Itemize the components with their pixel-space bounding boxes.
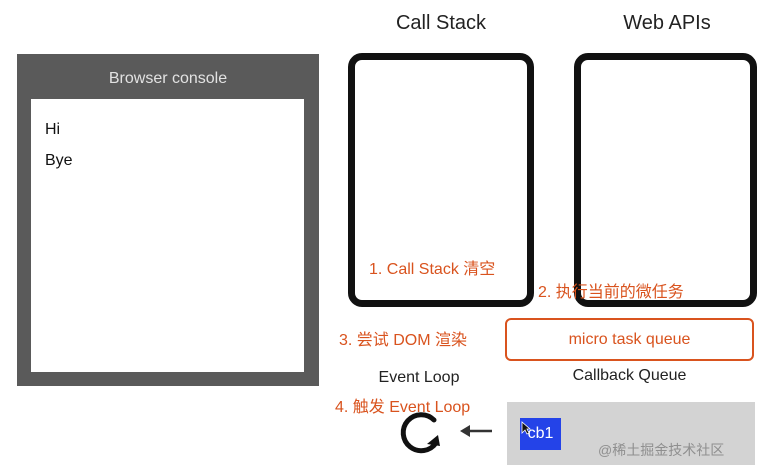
- call-stack-title: Call Stack: [395, 12, 487, 34]
- step-1-label: 1. Call Stack 清空: [369, 261, 496, 278]
- console-line-bye: Bye: [45, 152, 73, 169]
- circular-arrow-icon: [400, 412, 440, 454]
- web-apis-box: [574, 53, 757, 307]
- micro-task-queue-box: micro task queue: [505, 318, 754, 361]
- left-arrow-icon: [460, 425, 492, 437]
- console-line-hi: Hi: [45, 121, 61, 138]
- watermark: @稀土掘金技术社区: [598, 442, 725, 458]
- step-4-label: 4. 触发 Event Loop: [335, 399, 471, 416]
- micro-task-queue-label: micro task queue: [568, 330, 691, 348]
- browser-console-title: Browser console: [108, 70, 228, 87]
- step-2-label: 2. 执行当前的微任务: [538, 284, 684, 301]
- mouse-cursor-icon: [521, 421, 531, 435]
- cb1-label: cb1: [527, 425, 554, 442]
- call-stack-box: [348, 53, 534, 307]
- event-loop-label: Event Loop: [378, 369, 460, 386]
- step-3-label: 3. 尝试 DOM 渲染: [339, 332, 468, 349]
- web-apis-title: Web APIs: [623, 12, 711, 34]
- browser-console-body: [31, 99, 304, 372]
- callback-queue-label: Callback Queue: [572, 367, 687, 384]
